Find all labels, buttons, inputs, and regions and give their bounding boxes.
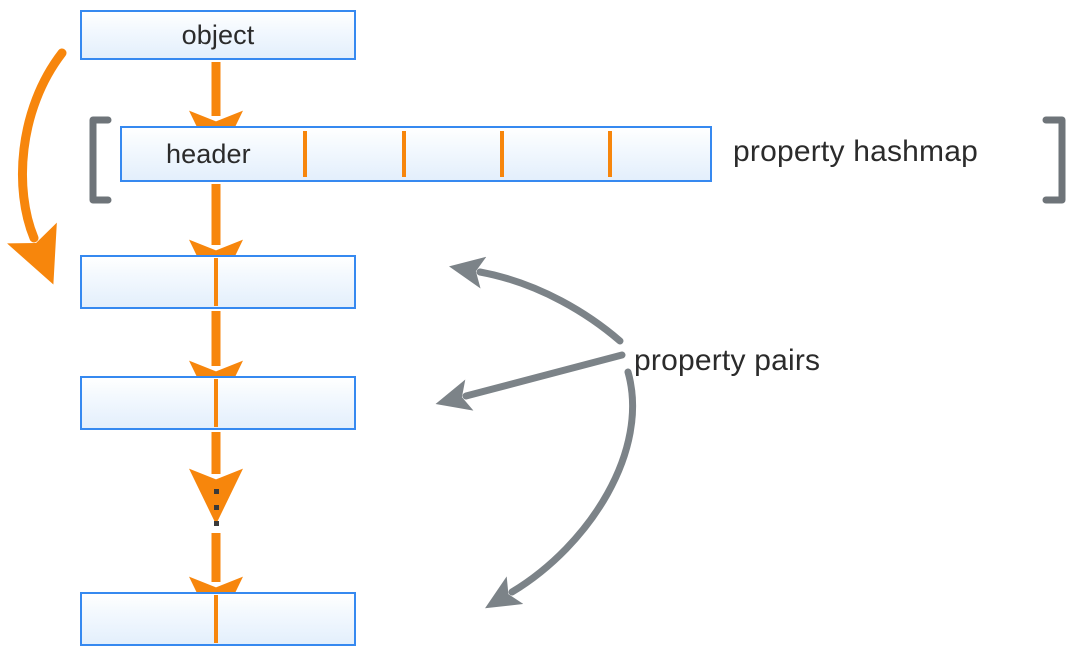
ellipsis-dot-3 [214, 521, 219, 526]
bracket-right [1042, 116, 1066, 204]
header-slot-tick-4 [608, 131, 612, 177]
header-box-label: header [166, 138, 251, 169]
header-slot-tick-3 [500, 131, 504, 177]
header-box[interactable]: header [120, 126, 712, 182]
property-pairs-label: property pairs [634, 344, 821, 377]
property-pair-box-1[interactable] [80, 255, 356, 309]
pair-divider-n [214, 595, 218, 643]
object-box[interactable]: object [80, 10, 356, 60]
gray-arrow-to-pairn [485, 368, 636, 609]
property-pair-box-2[interactable] [80, 376, 356, 430]
property-pair-box-n[interactable] [80, 592, 356, 646]
property-hashmap-label: property hashmap [733, 135, 979, 168]
ellipsis-dot-1 [214, 489, 219, 494]
gray-arrow-to-pair2 [435, 351, 626, 411]
pair-divider-1 [214, 258, 218, 306]
pair-divider-2 [214, 379, 218, 427]
header-slot-tick-2 [402, 131, 406, 177]
ellipsis-dot-2 [214, 505, 219, 510]
header-slot-tick-1 [303, 131, 307, 177]
gray-arrow-to-pair1 [449, 256, 624, 345]
bracket-left [89, 116, 112, 204]
object-box-label: object [181, 19, 255, 50]
orange-curve-object-to-pair1 [6, 48, 67, 285]
